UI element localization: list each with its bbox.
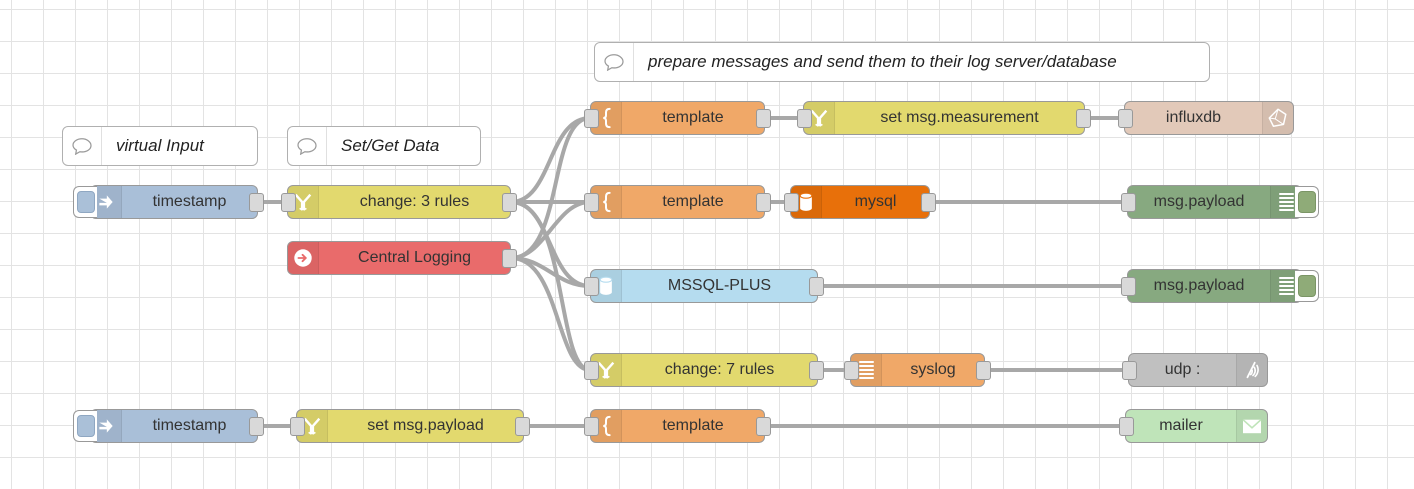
output-port[interactable] <box>921 193 936 212</box>
output-port[interactable] <box>809 277 824 296</box>
input-port[interactable] <box>1122 361 1137 380</box>
node-label: template <box>662 417 724 434</box>
node-change-7-rules[interactable]: change: 7 rules <box>584 353 824 387</box>
node-udp-out[interactable]: udp : <box>1122 353 1268 387</box>
node-label: udp : <box>1164 361 1201 378</box>
input-port[interactable] <box>584 361 599 380</box>
inject-trigger-button[interactable] <box>73 186 97 218</box>
wire-link1-tmpl1 <box>509 116 592 260</box>
wire-link1-mssql <box>509 256 592 288</box>
node-label: change: 7 rules <box>664 361 775 378</box>
node-change-set-msg-measurement[interactable]: set msg.measurement <box>797 101 1091 135</box>
node-change-set-msg-payload[interactable]: set msg.payload <box>290 409 530 443</box>
comment-node-prepare-messages[interactable]: prepare messages and send them to their … <box>594 42 1210 82</box>
node-mysql[interactable]: mysql <box>784 185 936 219</box>
comment-node-set-get-data[interactable]: Set/Get Data <box>287 126 481 166</box>
input-port[interactable] <box>784 193 799 212</box>
comment-text: Set/Get Data <box>341 136 440 155</box>
inject-trigger-button[interactable] <box>73 410 97 442</box>
node-label: influxdb <box>1165 109 1222 126</box>
wire-change1-tmpl1 <box>509 116 592 204</box>
input-port[interactable] <box>797 109 812 128</box>
node-label: msg.payload <box>1153 193 1245 210</box>
node-label: mailer <box>1159 417 1203 434</box>
debug-toggle-button[interactable] <box>1295 186 1319 218</box>
input-port[interactable] <box>584 417 599 436</box>
node-template-3[interactable]: template <box>584 409 771 443</box>
wire-change1-change7 <box>509 200 592 372</box>
envelope-icon <box>1236 410 1267 442</box>
node-label: Central Logging <box>358 249 471 266</box>
output-port[interactable] <box>809 361 824 380</box>
output-port[interactable] <box>976 361 991 380</box>
output-port[interactable] <box>756 193 771 212</box>
comment-bubble-icon <box>288 127 327 165</box>
node-inject-timestamp-1[interactable]: timestamp <box>73 185 264 219</box>
input-port[interactable] <box>844 361 859 380</box>
output-port[interactable] <box>1076 109 1091 128</box>
comment-text: virtual Input <box>116 136 204 155</box>
node-mssql-plus[interactable]: MSSQL-PLUS <box>584 269 824 303</box>
link-arrow-icon <box>288 242 319 274</box>
output-port[interactable] <box>756 109 771 128</box>
comment-bubble-icon <box>63 127 102 165</box>
input-port[interactable] <box>1121 277 1136 296</box>
debug-toggle-button[interactable] <box>1295 270 1319 302</box>
input-port[interactable] <box>290 417 305 436</box>
node-label: timestamp <box>152 417 227 434</box>
node-label: MSSQL-PLUS <box>667 277 772 294</box>
input-port[interactable] <box>1121 193 1136 212</box>
node-label: template <box>662 109 724 126</box>
node-syslog[interactable]: syslog <box>844 353 991 387</box>
broadcast-icon <box>1236 354 1267 386</box>
node-template-1[interactable]: template <box>584 101 771 135</box>
list-icon <box>851 354 882 386</box>
node-debug-2[interactable]: msg.payload <box>1121 269 1319 303</box>
node-change-3-rules[interactable]: change: 3 rules <box>281 185 517 219</box>
input-port[interactable] <box>584 109 599 128</box>
node-influxdb[interactable]: influxdb <box>1118 101 1294 135</box>
node-label: template <box>662 193 724 210</box>
input-port[interactable] <box>1118 109 1133 128</box>
node-label: set msg.payload <box>367 417 484 434</box>
node-mailer[interactable]: mailer <box>1119 409 1268 443</box>
node-label: change: 3 rules <box>359 193 470 210</box>
node-label: msg.payload <box>1153 277 1245 294</box>
node-link-central-logging[interactable]: Central Logging <box>287 241 517 275</box>
comment-node-virtual-input[interactable]: virtual Input <box>62 126 258 166</box>
node-label: mysql <box>854 193 897 210</box>
input-port[interactable] <box>584 277 599 296</box>
output-port[interactable] <box>249 417 264 436</box>
output-port[interactable] <box>249 193 264 212</box>
wire-link1-change7 <box>509 256 592 372</box>
node-inject-timestamp-2[interactable]: timestamp <box>73 409 264 443</box>
input-port[interactable] <box>281 193 296 212</box>
comment-text: prepare messages and send them to their … <box>648 52 1117 71</box>
node-label: syslog <box>910 361 956 378</box>
node-template-2[interactable]: template <box>584 185 771 219</box>
output-port[interactable] <box>502 249 517 268</box>
wire-link1-tmpl2 <box>509 200 592 260</box>
wire-change1-mssql <box>509 200 592 288</box>
node-label: set msg.measurement <box>880 109 1039 126</box>
input-port[interactable] <box>1119 417 1134 436</box>
output-port[interactable] <box>515 417 530 436</box>
influxdb-icon <box>1262 102 1293 134</box>
output-port[interactable] <box>502 193 517 212</box>
output-port[interactable] <box>756 417 771 436</box>
node-debug-1[interactable]: msg.payload <box>1121 185 1319 219</box>
comment-bubble-icon <box>595 43 634 81</box>
node-label: timestamp <box>152 193 227 210</box>
input-port[interactable] <box>584 193 599 212</box>
